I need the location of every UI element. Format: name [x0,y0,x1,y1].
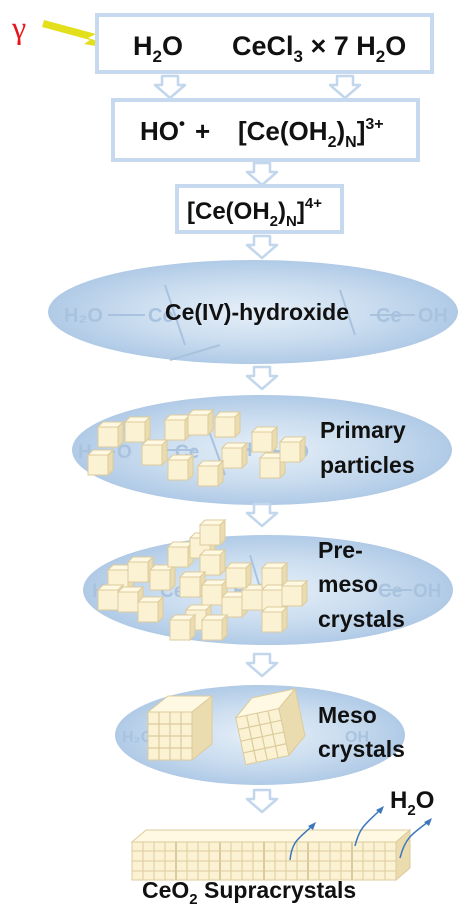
nanocube-icon [87,449,114,476]
premeso-label-line2: meso [318,571,378,597]
nanocube-icon [149,564,176,591]
primary-label-line1: Primary [320,417,406,443]
primary-label-line2: particles [320,452,415,478]
curved-arrow-icon [399,821,429,859]
arrow-down-icon [245,161,279,187]
mesocrystal-cube-icon [146,694,214,762]
faint-cerium-text: Ce [148,305,174,327]
arrow-down-icon [245,788,279,814]
nanocube-icon [169,614,196,641]
nanocube-icon [251,426,278,453]
premeso-label-line1: Pre- [318,537,363,563]
arrow-down-icon [153,74,187,100]
supracrystal-slab [130,828,412,882]
hydroxide-stage: H₂O Ce Ce OH Ce(IV)-hydroxide [48,260,458,364]
nanocube-icon [281,580,308,607]
faint-water-text: H₂O [122,729,153,746]
mesocrystal-cube-icon [234,687,306,766]
water-label: H2O [133,31,183,66]
hydroxyl-radical-label: HO•+ [140,114,210,146]
nanocube-icon [167,454,194,481]
nanocube-icon [214,411,241,438]
meso-crystals-stage: H₂O OH Meso crystals [115,685,405,785]
arrow-down-icon [245,502,279,528]
premeso-label-line3: crystals [318,606,405,632]
arrow-down-icon [245,652,279,678]
arrow-down-icon [245,234,279,260]
nanocube-icon [179,571,206,598]
reactants-box [95,13,434,74]
nanocube-icon [137,596,164,623]
faint-oxygen-text: O [117,442,132,463]
faint-ce-text: Ce [376,305,402,327]
meso-label-line1: Meso [318,702,377,728]
cerium-chloride-label: CeCl3 × 7 H2O [232,31,406,66]
lightning-bolt-icon [42,20,132,52]
cerium-iv-complex-label: [Ce(OH2)N]4+ [187,195,322,230]
nanocube-icon [187,409,214,436]
hydroxide-label: Ce(IV)-hydroxide [165,299,349,325]
nanocube-icon [201,614,228,641]
nanocube-icon [225,562,252,589]
cerium-iii-complex-label: [Ce(OH2)N]3+ [238,116,384,151]
nanocube-icon [279,436,306,463]
faint-hydroxyl-text: OH [413,581,442,602]
nanocube-icon [167,541,194,568]
nanocube-icon [261,606,288,633]
nanocube-icon [199,519,226,546]
nanocube-icon [124,416,151,443]
nanocube-icon [97,421,124,448]
faint-water-text: H₂O [64,305,103,327]
released-water-label: H2O [390,787,434,819]
radiolysis-box [111,98,420,162]
cerium-iv-box [175,184,344,234]
nanocube-icon [199,549,226,576]
nanocube-icon [141,439,168,466]
faint-hydroxyl-text: OH [418,305,448,327]
curved-arrow-icon [354,809,381,847]
arrow-down-icon [245,365,279,391]
faint-ce-text: Ce [378,581,402,602]
nanocube-icon [164,414,191,441]
gamma-label: γ [11,9,26,45]
arrowhead-icons [308,806,432,830]
arrow-down-icon [328,74,362,100]
nanocube-icon [197,460,224,487]
hydroxide-network [108,284,415,361]
nanocube-icon [221,442,248,469]
primary-particles-stage: H O Ce OH H₂O Primary particles [72,395,452,505]
meso-label-line2: crystals [318,736,405,762]
faint-oh-text: OH [345,729,369,746]
premeso-crystals-stage: H₂O Ce H₂O Ce OH [83,519,453,645]
supracrystals-label: CeO2 Supracrystals [142,877,356,905]
curved-arrow-icon [289,825,313,861]
water-release-arrows [289,809,429,861]
nanocube-icon [127,556,154,583]
